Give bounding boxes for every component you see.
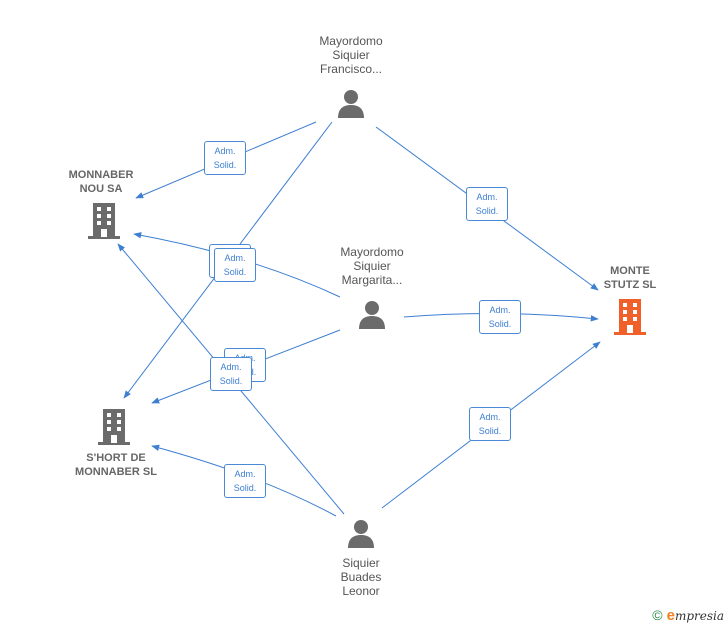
- node-label-short[interactable]: S'HORT DE MONNABER SL: [75, 452, 157, 478]
- edge-label-francisco-to-monnaber[interactable]: Adm. Solid.: [204, 141, 246, 175]
- node-label-leonor[interactable]: Siquier Buades Leonor: [340, 556, 382, 598]
- node-label-monnaber[interactable]: MONNABER NOU SA: [68, 169, 134, 195]
- building-icon-monte-focus[interactable]: [614, 299, 646, 335]
- edge-label-leonor-to-monte[interactable]: Adm. Solid.: [469, 407, 511, 441]
- brand-name: mpresia: [674, 609, 724, 623]
- node-label-margarita[interactable]: Mayordomo Siquier Margarita...: [340, 245, 404, 287]
- footer-brand: ©empresia: [652, 607, 724, 624]
- copyright-icon: ©: [652, 607, 663, 623]
- building-icon-monnaber[interactable]: [88, 203, 120, 239]
- edge-label-leonor-to-short[interactable]: Adm. Solid.: [224, 464, 266, 498]
- person-icon-francisco[interactable]: [336, 88, 366, 118]
- building-icon-short[interactable]: [98, 409, 130, 445]
- brand-initial: e: [666, 607, 675, 624]
- edge-label-francisco-to-monte[interactable]: Adm. Solid.: [466, 187, 508, 221]
- node-label-monte[interactable]: MONTE STUTZ SL: [603, 265, 657, 291]
- edge-label-margarita-to-monnaber[interactable]: Adm. Solid.: [214, 248, 256, 282]
- edge-label-margarita-to-monte[interactable]: Adm. Solid.: [479, 300, 521, 334]
- node-label-francisco[interactable]: Mayordomo Siquier Francisco...: [319, 34, 383, 76]
- person-icon-leonor[interactable]: [346, 518, 376, 548]
- person-icon-margarita[interactable]: [357, 299, 387, 329]
- edge-label-leonor-to-monnaber[interactable]: Adm. Solid.: [210, 357, 252, 391]
